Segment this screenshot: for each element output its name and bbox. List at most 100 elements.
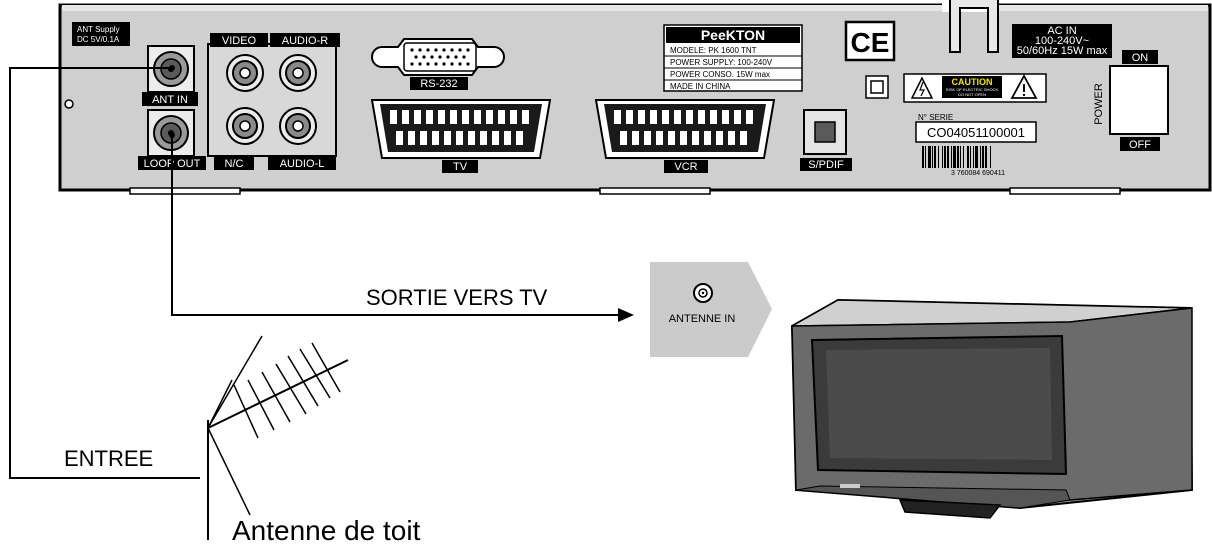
barcode-bar <box>951 146 952 168</box>
ant-in-plug <box>169 65 175 71</box>
sortie-label: SORTIE VERS TV <box>366 285 548 310</box>
loop-out-plug <box>169 132 175 138</box>
barcode-bar <box>932 146 933 168</box>
video-plate <box>210 33 268 47</box>
power-on-label: ON <box>1132 52 1149 64</box>
spec-made: MADE IN CHINA <box>670 82 731 91</box>
nc-plate <box>214 156 254 170</box>
tv-set <box>790 298 1194 519</box>
barcode-bar <box>928 146 931 168</box>
brand-logo: PeeKTON <box>701 27 765 43</box>
barcode-bar <box>970 146 971 168</box>
spec-supply: POWER SUPPLY: 100-240V <box>670 58 773 67</box>
power-off-plate <box>1120 137 1160 151</box>
power-cable-housing <box>942 0 999 53</box>
antenne-toit-label: Antenne de toit <box>232 515 421 546</box>
barcode-bar <box>963 146 964 168</box>
antenne-in-label: ANTENNE IN <box>669 313 736 325</box>
receiver-foot-left <box>129 187 241 195</box>
receiver-rear-panel: ANT Supply DC 5V/0.1A ANT IN LOOP OUT VI… <box>58 0 1212 195</box>
ant-supply-line2: DC 5V/0.1A <box>77 35 120 44</box>
rs232-plate <box>410 77 468 90</box>
audio-l-plate <box>268 156 336 170</box>
receiver-foot-mid <box>599 187 711 195</box>
barcode-bar <box>953 146 956 168</box>
barcode-bar <box>975 146 978 168</box>
scart-tv-connector <box>370 99 552 159</box>
spdif-connector <box>803 109 847 155</box>
tv-stand <box>898 499 1002 519</box>
barcode-bar <box>973 146 974 168</box>
ant-supply-line1: ANT Supply <box>77 25 120 34</box>
barcode <box>922 146 991 168</box>
barcode-bar <box>967 146 969 168</box>
nc-label: N/C <box>225 158 244 170</box>
serie-box <box>915 121 1037 143</box>
shock-warning-icon <box>910 76 934 99</box>
entree-label: ENTREE <box>64 446 153 471</box>
spec-label: PeeKTON MODELE: PK 1600 TNT POWER SUPPLY… <box>663 24 803 92</box>
scart-vcr-label: VCR <box>674 161 697 173</box>
rs232-label: RS-232 <box>420 78 457 90</box>
ce-mark: CE <box>851 27 890 58</box>
ac-in-line3: 50/60Hz 15W max <box>1017 45 1108 57</box>
power-off-label: OFF <box>1129 139 1151 151</box>
receiver-top-edge <box>62 5 1208 11</box>
audio-r-plate <box>270 33 340 47</box>
rca-audio-l-jack <box>279 107 317 145</box>
power-on-plate <box>1122 50 1158 64</box>
barcode-bar <box>957 146 959 168</box>
ac-in-line2: 100-240V~ <box>1035 35 1089 47</box>
barcode-bar <box>985 146 987 168</box>
power-switch[interactable] <box>1109 65 1169 135</box>
barcode-bar <box>980 146 981 168</box>
barcode-bar <box>982 146 984 168</box>
spdif-plate <box>800 158 852 171</box>
caution-sub2: DO NOT OPEN <box>958 92 986 97</box>
serie-number: CO04051100001 <box>927 125 1025 140</box>
audio-l-label: AUDIO-L <box>280 158 325 170</box>
ac-in-line1: AC IN <box>1047 25 1076 37</box>
rca-block-frame <box>207 43 337 157</box>
ant-in-label: ANT IN <box>152 94 188 106</box>
barcode-bar <box>942 146 943 168</box>
scart-tv-plate <box>442 160 478 173</box>
barcode-bar <box>944 146 946 168</box>
ant-supply-plate <box>72 22 130 46</box>
barcode-bar <box>922 146 924 168</box>
screw-hole <box>64 99 74 109</box>
barcode-digits: 3 760084 690411 <box>951 170 1005 177</box>
video-label: VIDEO <box>222 35 257 47</box>
rca-audio-r-jack <box>279 54 317 92</box>
scart-vcr-plate <box>664 160 708 173</box>
caution-sub1: RISK OF ELECTRIC SHOCK <box>946 87 999 92</box>
receiver-foot-right <box>1009 187 1121 195</box>
power-label: POWER <box>1093 83 1105 125</box>
barcode-bar <box>925 146 926 168</box>
antenne-in-tag: ANTENNE IN <box>650 262 772 357</box>
tv-cable <box>171 135 620 316</box>
spec-conso: POWER CONSO. 15W max <box>670 70 770 79</box>
ce-mark-frame <box>844 20 896 62</box>
caution-label: CAUTION RISK OF ELECTRIC SHOCK DO NOT OP… <box>903 73 1047 103</box>
serie-label: N° SERIE <box>918 113 953 122</box>
antenna-cable <box>9 67 200 479</box>
scart-vcr-connector <box>594 99 776 159</box>
ac-in-plate <box>1012 24 1112 58</box>
rs232-connector <box>370 38 505 76</box>
scart-tv-label: TV <box>453 161 468 173</box>
tv-power-button[interactable] <box>840 484 860 488</box>
barcode-bar <box>960 146 961 168</box>
caution-title: CAUTION <box>952 77 993 87</box>
ant-in-plate <box>142 92 198 106</box>
rca-nc-jack <box>226 107 264 145</box>
double-insulation-icon <box>865 75 889 99</box>
spec-model: MODELE: PK 1600 TNT <box>670 46 757 55</box>
barcode-bar <box>990 146 991 168</box>
tv-cable-arrow <box>618 308 634 322</box>
spdif-label: S/PDIF <box>808 159 844 171</box>
roof-antenna <box>207 335 349 540</box>
wires <box>9 67 620 479</box>
rca-video-jack <box>226 54 264 92</box>
